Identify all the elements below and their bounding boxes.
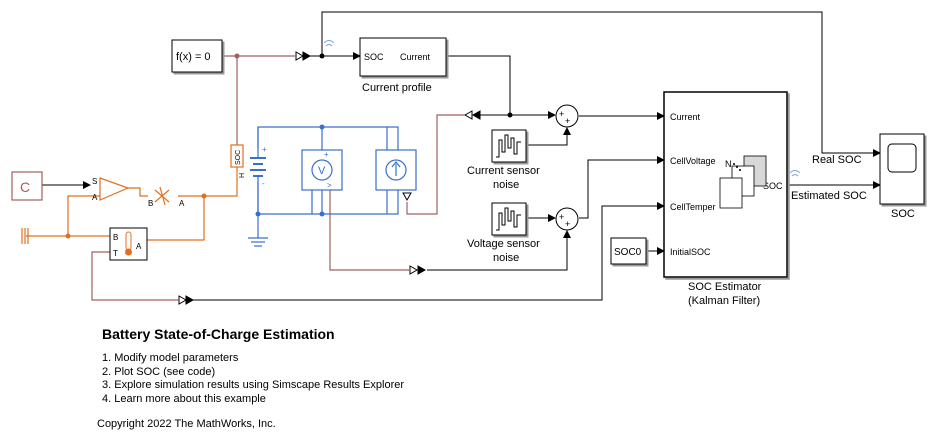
estimator-port-initialsoc: InitialSOC: [670, 247, 711, 257]
model-title: Battery State-of-Charge Estimation: [102, 326, 335, 342]
signal-current-to-sum: [446, 55, 556, 119]
estimator-port-soc: SOC: [763, 181, 783, 191]
variant-stack-icon: N: [719, 155, 767, 209]
current-profile-block[interactable]: SOC Current: [359, 37, 447, 77]
junction-dot: [319, 124, 325, 130]
sum1-plus-a: +: [559, 109, 564, 119]
const-c-label: C: [20, 179, 30, 195]
junction-dot: [201, 193, 207, 199]
voltmeter-icon: [311, 159, 333, 181]
battery-plus: +: [262, 145, 267, 154]
battery-cell[interactable]: + -: [246, 127, 270, 214]
soc-estimator-block[interactable]: Current CellVoltage CellTemper InitialSO…: [663, 91, 788, 278]
soc0-label: SOC0: [614, 247, 642, 258]
signal-current-noise: [526, 127, 571, 146]
thermometer-icon: [125, 231, 132, 251]
signal-label-real-soc: Real SOC: [812, 154, 862, 166]
voltage-sensor-block[interactable]: V > +: [301, 149, 343, 191]
logging-icon: [323, 40, 801, 177]
estimator-port-celltemp: CellTemper: [670, 202, 716, 212]
estimator-port-current: Current: [670, 112, 701, 122]
thermal-reference-icon: [21, 228, 29, 244]
current-profile-port-in: SOC: [364, 52, 384, 62]
current-noise-label-2: noise: [493, 179, 519, 191]
therm-a-label: A: [136, 242, 142, 251]
signal-real-soc: [321, 11, 881, 157]
sensor-soc-label: SOC: [235, 150, 242, 165]
estimator-port-cellvoltage: CellVoltage: [670, 156, 716, 166]
scope-block[interactable]: [879, 133, 925, 205]
junction-dot: [319, 211, 325, 217]
sensor-h-label: H: [239, 173, 246, 178]
controlled-current-source[interactable]: S A: [92, 177, 130, 202]
voltmeter-port: >: [327, 181, 332, 190]
sum1-plus-b: +: [565, 116, 570, 126]
fx-label: f(x) = 0: [176, 51, 211, 63]
ground-icon: [248, 237, 268, 247]
therm-t-label: T: [113, 249, 118, 258]
voltmeter-symbol: V: [318, 165, 326, 177]
scope-label: SOC: [891, 208, 915, 220]
instructions-list: 1. Modify model parameters 2. Plot SOC (…: [102, 352, 404, 406]
copyright: Copyright 2022 The MathWorks, Inc.: [97, 418, 276, 430]
thermometer-block[interactable]: B T A: [109, 227, 148, 261]
variant-n: N: [725, 159, 732, 169]
current-source-block[interactable]: [375, 149, 417, 191]
junction-dot: [65, 233, 71, 239]
cell-a-label: A: [179, 199, 185, 208]
const-c-block[interactable]: C: [11, 171, 43, 201]
voltage-noise-block[interactable]: [491, 202, 527, 236]
current-profile-port-out: Current: [400, 52, 431, 62]
signal-lines: [42, 11, 881, 301]
voltage-plus: +: [324, 150, 329, 159]
junction-dot: [234, 53, 240, 59]
step-modify-parameters[interactable]: 1. Modify model parameters: [102, 352, 239, 364]
sum2-plus-b: +: [565, 219, 570, 229]
thermal-connector-block[interactable]: B A: [148, 186, 185, 208]
therm-b-label: B: [113, 233, 118, 242]
step-explore-results[interactable]: 3. Explore simulation results using Sims…: [102, 379, 405, 391]
signal-temperature: [193, 202, 665, 301]
thermal-lines: [91, 55, 465, 301]
sum-block-voltage[interactable]: + +: [555, 207, 579, 231]
cell-b-label: B: [148, 199, 153, 208]
current-noise-label-1: Current sensor: [467, 165, 540, 177]
signal-voltage-sensor: [427, 230, 571, 271]
ctrl-a-label: A: [92, 193, 98, 202]
sum-block-current[interactable]: + +: [555, 104, 579, 128]
fx-solver-block[interactable]: f(x) = 0: [171, 39, 223, 73]
noise-icon: [496, 207, 521, 231]
step-plot-soc[interactable]: 2. Plot SOC (see code): [102, 365, 216, 378]
current-noise-block[interactable]: [491, 129, 527, 163]
physical-lines: [26, 167, 238, 241]
signal-label-estimated-soc: Estimated SOC: [791, 190, 867, 202]
sum2-plus-a: +: [559, 212, 564, 222]
voltage-noise-label-1: Voltage sensor: [467, 238, 540, 250]
junction-dot: [319, 53, 325, 59]
current-profile-label: Current profile: [362, 82, 432, 94]
estimator-label-1: SOC Estimator: [688, 281, 762, 293]
step-learn-more[interactable]: 4. Learn more about this example: [102, 392, 266, 405]
voltage-noise-label-2: noise: [493, 252, 519, 264]
soc0-block[interactable]: SOC0: [610, 237, 647, 265]
estimator-label-2: (Kalman Filter): [688, 295, 760, 307]
noise-icon: [496, 134, 521, 158]
soc-sensor-block[interactable]: SOC H: [230, 144, 246, 178]
junction-dot: [507, 112, 513, 118]
scope-screen-icon: [887, 143, 917, 173]
battery-minus: -: [262, 179, 265, 188]
signal-sum2-out: [579, 156, 665, 219]
ctrl-s-label: S: [92, 177, 97, 186]
